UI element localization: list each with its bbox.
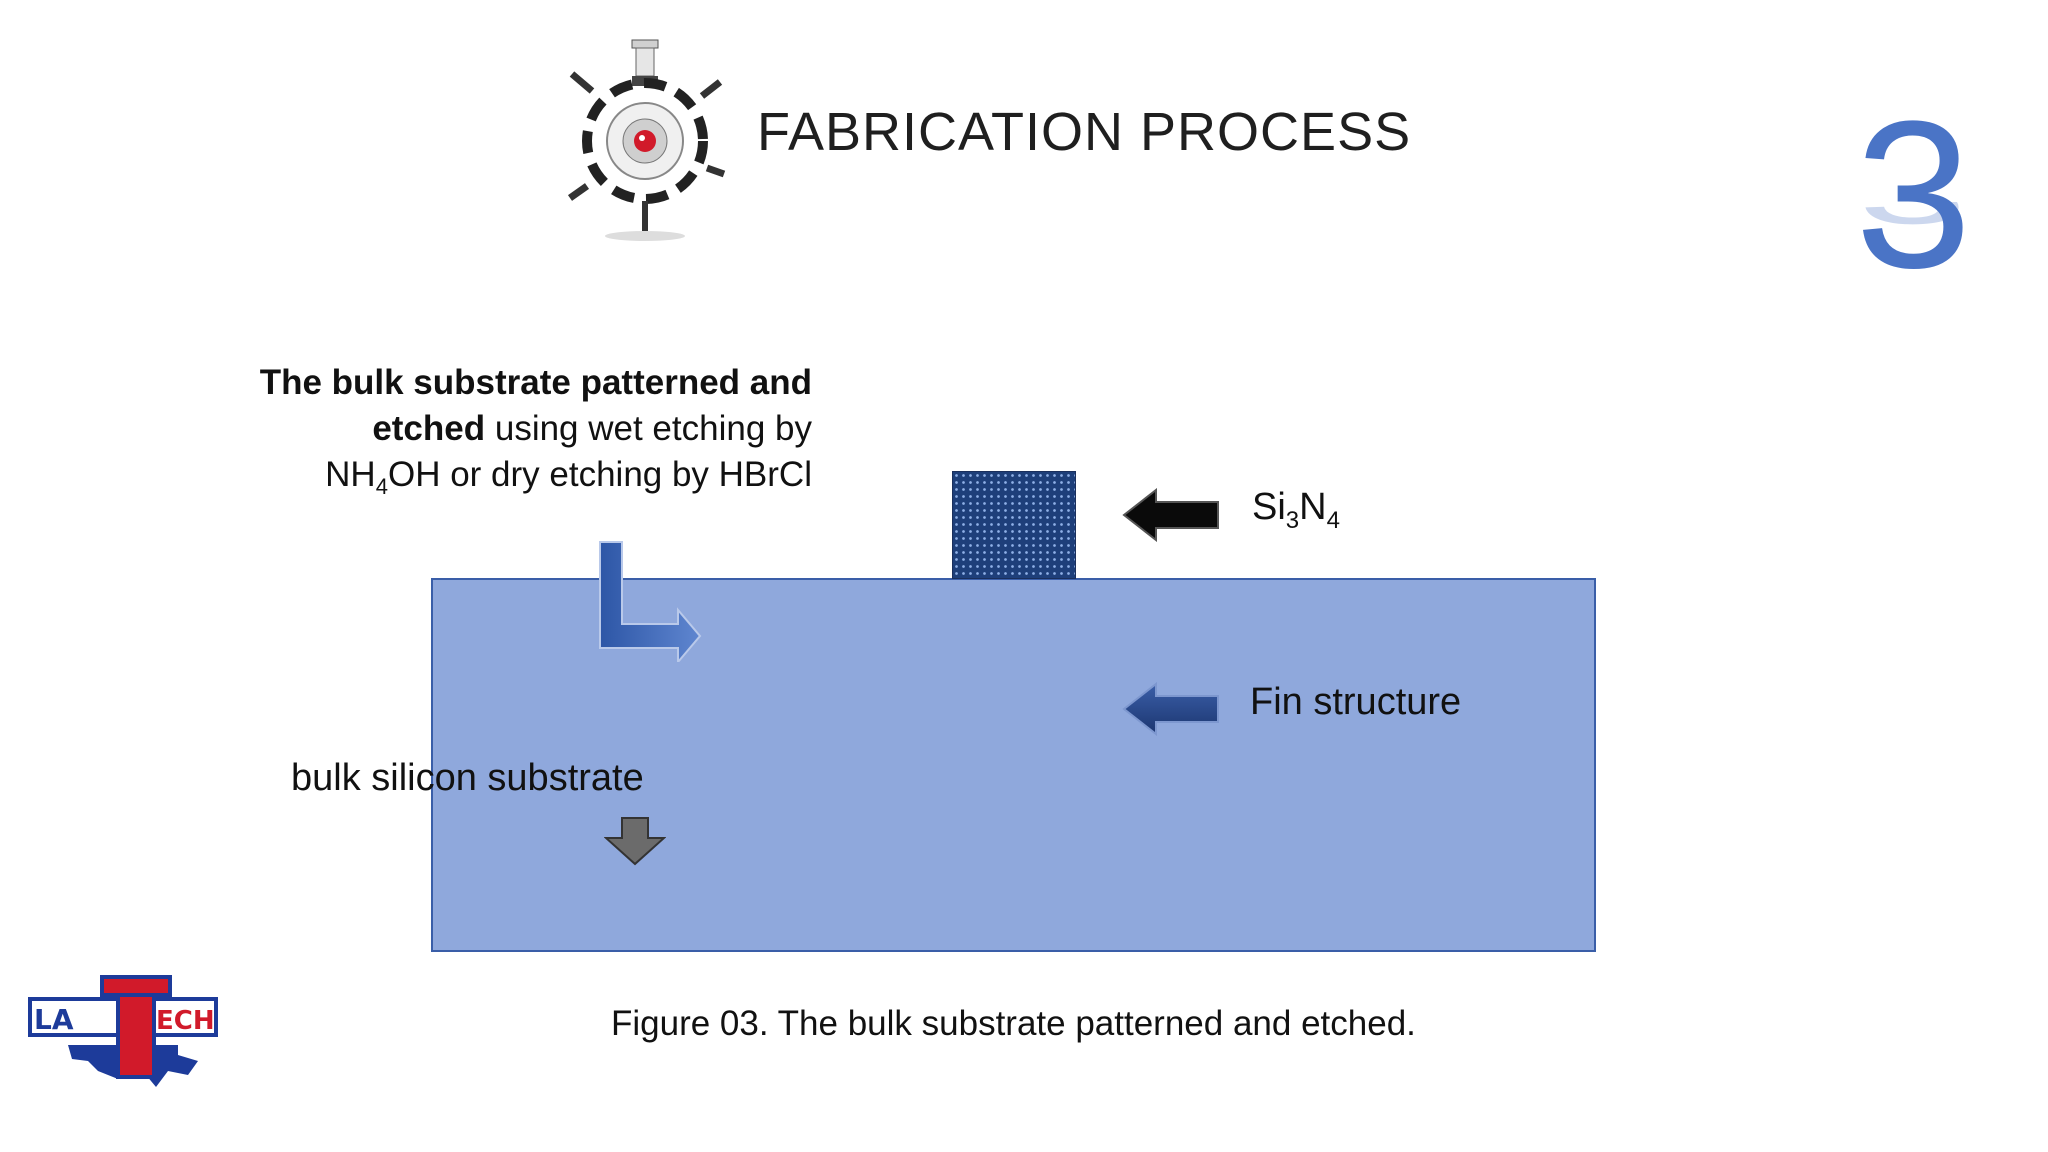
slide-number: 3 — [1855, 77, 1972, 312]
svg-text:ECH: ECH — [156, 1006, 215, 1036]
label-fin-structure: Fin structure — [1250, 681, 1462, 723]
label-si3n4-n: N — [1299, 486, 1327, 528]
figure-caption: Figure 03. The bulk substrate patterned … — [611, 1004, 1416, 1043]
nitride-cap — [952, 471, 1076, 579]
label-si3n4: Si3N4 — [1252, 486, 1340, 533]
description-text: The bulk substrate patterned and etched … — [172, 360, 812, 498]
arrow-left-black-icon — [1122, 488, 1219, 542]
description-line3-suffix: OH or dry etching by HBrCl — [387, 455, 812, 494]
label-si3n4-sub1: 3 — [1285, 507, 1300, 534]
latech-logo-icon: LA ECH — [28, 975, 218, 1087]
slide-title: FABRICATION PROCESS — [757, 102, 1412, 162]
description-normal-1: using wet etching by — [485, 409, 812, 448]
arrow-left-blue-icon — [1122, 682, 1219, 736]
label-bulk-substrate: bulk silicon substrate — [291, 757, 644, 799]
label-si3n4-sub2: 4 — [1326, 507, 1340, 534]
description-bold-2: etched — [372, 409, 486, 448]
arrow-down-grey-icon — [604, 817, 666, 866]
bent-arrow-icon — [599, 541, 702, 662]
robot-logo-icon — [567, 39, 726, 241]
description-line3-prefix: NH — [325, 455, 376, 494]
slide-number-reflection: 3 — [1855, 202, 1972, 238]
description-line3-sub: 4 — [375, 474, 388, 499]
description-bold-1: The bulk substrate patterned and — [259, 363, 812, 402]
label-si3n4-si: Si — [1252, 486, 1286, 528]
svg-text:LA: LA — [34, 1003, 74, 1036]
